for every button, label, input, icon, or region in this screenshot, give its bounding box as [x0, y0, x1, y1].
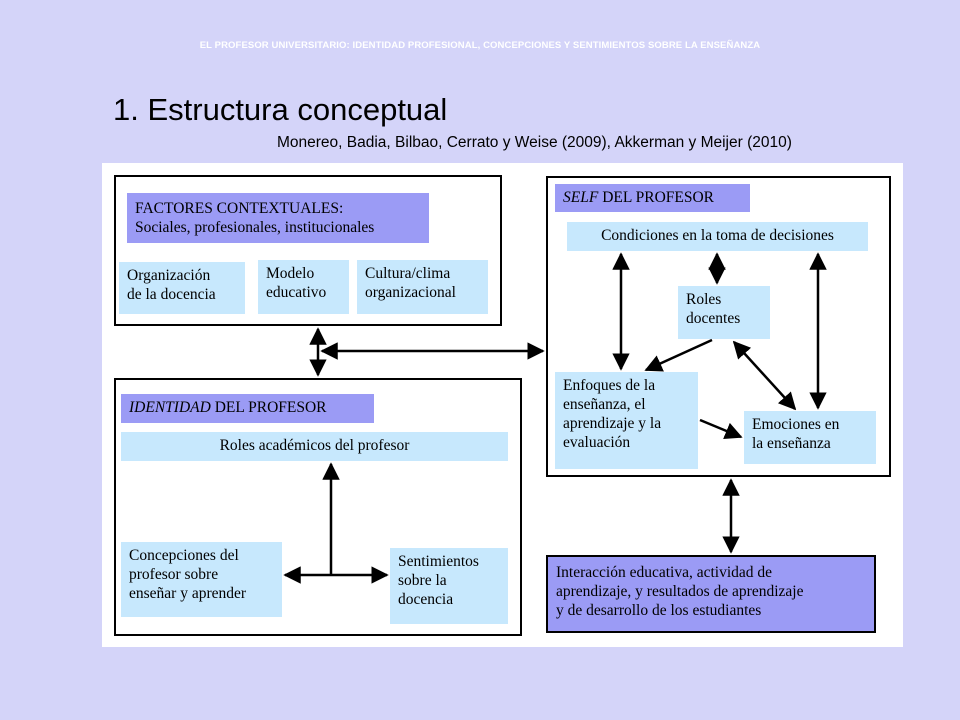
identidad-profesor-frame — [114, 378, 522, 636]
roles-docentes-box: Roles docentes — [678, 286, 770, 339]
concepciones-line1: Concepciones del — [129, 547, 239, 564]
factores-line2: Sociales, profesionales, institucionales — [135, 219, 375, 236]
cultura-clima-box: Cultura/clima organizacional — [357, 260, 488, 314]
roles-line1: Roles — [686, 291, 722, 308]
cultura-line2: organizacional — [365, 284, 456, 301]
enfoques-ensenanza-box: Enfoques de la enseñanza, el aprendizaje… — [555, 372, 698, 469]
modelo-educativo-box: Modelo educativo — [258, 260, 349, 314]
interaccion-line1: Interacción educativa, actividad de — [556, 564, 773, 581]
factores-line1: FACTORES CONTEXTUALES: — [135, 200, 344, 217]
cultura-line1: Cultura/clima — [365, 265, 451, 282]
concepciones-line2: profesor sobre — [129, 566, 219, 583]
slide-subtitle: Monereo, Badia, Bilbao, Cerrato y Weise … — [277, 134, 792, 151]
enfoques-line4: evaluación — [563, 434, 631, 451]
concepciones-box: Concepciones del profesor sobre enseñar … — [121, 542, 282, 617]
factores-contextuales-box: FACTORES CONTEXTUALES: Sociales, profesi… — [127, 193, 429, 243]
condiciones-toma-decisiones-box: Condiciones en la toma de decisiones — [567, 222, 868, 251]
self-profesor-frame — [546, 176, 891, 477]
enfoques-line3: aprendizaje y la — [563, 415, 662, 432]
identidad-profesor-header: IDENTIDAD DEL PROFESOR — [121, 394, 374, 423]
interaccion-line2: aprendizaje, y resultados de aprendizaje — [556, 583, 804, 600]
enfoques-line2: enseñanza, el — [563, 396, 646, 413]
organizacion-docencia-box: Organización de la docencia — [119, 262, 245, 314]
self-header-rest: DEL PROFESOR — [598, 189, 715, 206]
modelo-line2: educativo — [266, 284, 327, 301]
sentimientos-box: Sentimientos sobre la docencia — [390, 548, 508, 624]
presentation-header: EL PROFESOR UNIVERSITARIO: IDENTIDAD PRO… — [199, 40, 761, 51]
sentimientos-line1: Sentimientos — [398, 553, 479, 570]
modelo-line1: Modelo — [266, 265, 315, 282]
concepciones-line3: enseñar y aprender — [129, 585, 247, 602]
slide-title: 1. Estructura conceptual — [113, 92, 448, 127]
enfoques-line1: Enfoques de la — [563, 377, 656, 394]
sentimientos-line2: sobre la — [398, 572, 447, 589]
roles-line2: docentes — [686, 310, 741, 327]
emociones-line2: la enseñanza — [752, 435, 831, 452]
roles-academicos-text: Roles académicos del profesor — [219, 437, 410, 454]
roles-academicos-box: Roles académicos del profesor — [121, 432, 508, 461]
self-profesor-header: SELF DEL PROFESOR — [555, 184, 750, 212]
organizacion-line1: Organización — [127, 267, 211, 284]
self-header-italic: SELF — [563, 189, 599, 206]
emociones-line1: Emociones en — [752, 416, 840, 433]
identidad-header-rest: DEL PROFESOR — [210, 399, 327, 416]
factores-contextuales-frame — [114, 175, 502, 326]
condiciones-text: Condiciones en la toma de decisiones — [601, 227, 834, 244]
identidad-header-italic: IDENTIDAD — [129, 399, 211, 416]
interaccion-line3: y de desarrollo de los estudiantes — [556, 602, 762, 619]
emociones-ensenanza-box: Emociones en la enseñanza — [744, 411, 876, 464]
organizacion-line2: de la docencia — [127, 286, 216, 303]
sentimientos-line3: docencia — [398, 591, 454, 608]
interaccion-educativa-box: Interacción educativa, actividad de apre… — [546, 555, 876, 633]
